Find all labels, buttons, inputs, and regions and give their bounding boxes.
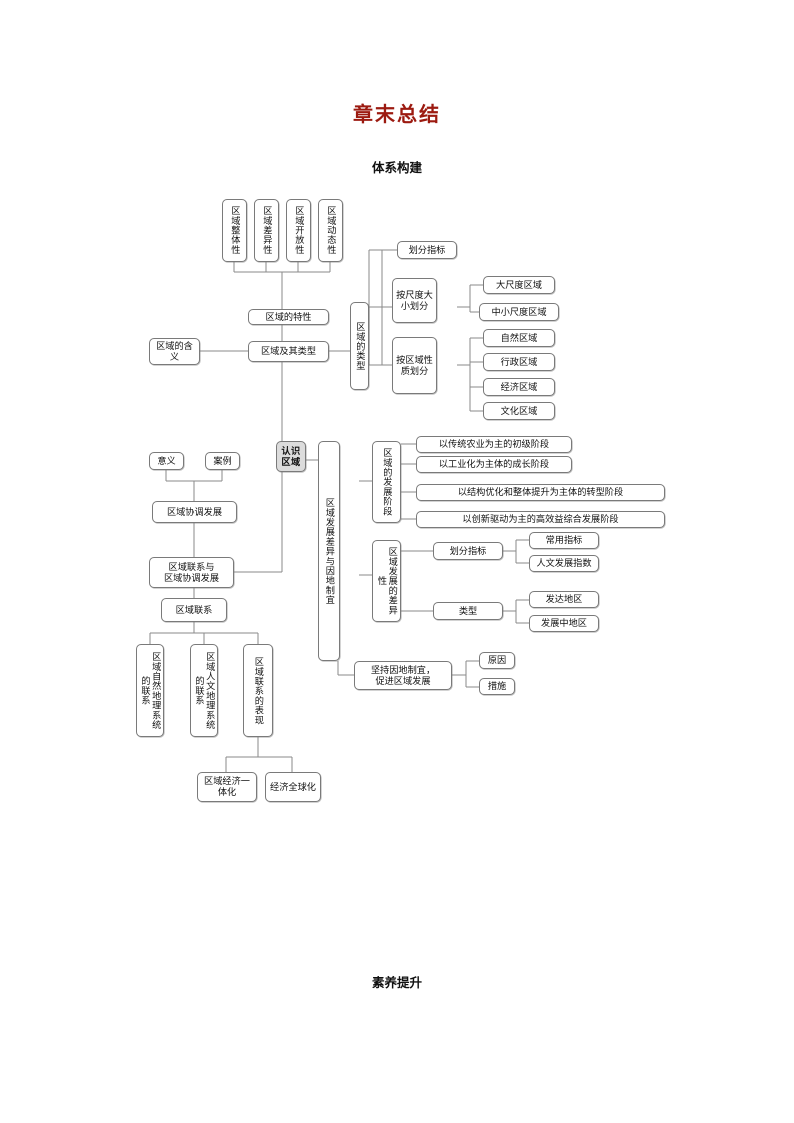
node-stage-2: 以工业化为主体的成长阶段	[416, 456, 572, 473]
node-manifest-integration: 区域经济一体化	[197, 772, 257, 802]
node-region-link: 区域联系	[161, 598, 227, 622]
node-scale-medium-small: 中小尺度区域	[479, 303, 559, 321]
node-type-by-scale: 按尺度大小划分	[392, 278, 437, 323]
node-type-by-nature: 按区域性质划分	[392, 337, 437, 394]
node-stage-3: 以结构优化和整体提升为主体的转型阶段	[416, 484, 665, 501]
node-coord-case: 案例	[205, 452, 240, 470]
node-stage-1: 以传统农业为主的初级阶段	[416, 436, 572, 453]
node-scale-large: 大尺度区域	[483, 276, 555, 294]
node-trait-difference: 区域差异性	[254, 199, 279, 262]
node-region-meaning: 区域的含义	[149, 338, 200, 365]
node-nature-economic: 经济区域	[483, 378, 555, 396]
node-local-conditions: 坚持因地制宜， 促进区域发展	[354, 661, 452, 690]
node-link-natural-system: 区域自然地理系统的联系	[136, 644, 164, 737]
node-type-developing: 发展中地区	[529, 615, 599, 632]
node-center-understand-region: 认识区域	[276, 441, 306, 472]
section-heading-system-building: 体系构建	[371, 161, 422, 175]
node-local-reason: 原因	[479, 652, 515, 669]
node-coord-dev: 区域协调发展	[152, 501, 237, 523]
node-index-hdi: 人文发展指数	[529, 555, 599, 572]
node-trait-openness: 区域开放性	[286, 199, 311, 262]
node-region-and-types: 区域及其类型	[248, 341, 329, 362]
node-dev-difference: 区域发展的差异性	[372, 540, 401, 622]
node-nature-natural: 自然区域	[483, 329, 555, 347]
node-dev-diff-and-local-conditions: 区域发展差异与因地制宜	[318, 441, 340, 661]
node-nature-admin: 行政区域	[483, 353, 555, 371]
node-dev-stage: 区域的发展阶段	[372, 441, 401, 523]
node-link-and-coord: 区域联系与 区域协调发展	[149, 557, 234, 588]
node-nature-cultural: 文化区域	[483, 402, 555, 420]
node-index-common: 常用指标	[529, 532, 599, 549]
node-region-traits: 区域的特性	[248, 309, 329, 325]
node-manifest-globalization: 经济全球化	[265, 772, 321, 802]
node-diff-index: 划分指标	[433, 542, 503, 560]
node-link-human-system: 区域人文地理系统的联系	[190, 644, 218, 737]
node-type-developed: 发达地区	[529, 591, 599, 608]
section-heading-literacy-improvement: 素养提升	[371, 976, 422, 990]
node-trait-dynamic: 区域动态性	[318, 199, 343, 262]
node-type-index: 划分指标	[397, 241, 457, 259]
node-diff-type: 类型	[433, 602, 503, 620]
node-coord-meaning: 意义	[149, 452, 184, 470]
node-local-measure: 措施	[479, 678, 515, 695]
node-trait-integrity: 区域整体性	[222, 199, 247, 262]
page-title: 章末总结	[353, 104, 441, 126]
node-link-manifestation: 区域联系的表现	[243, 644, 273, 737]
node-stage-4: 以创新驱动为主的高效益综合发展阶段	[416, 511, 665, 528]
node-region-type: 区域的类型	[350, 302, 369, 390]
